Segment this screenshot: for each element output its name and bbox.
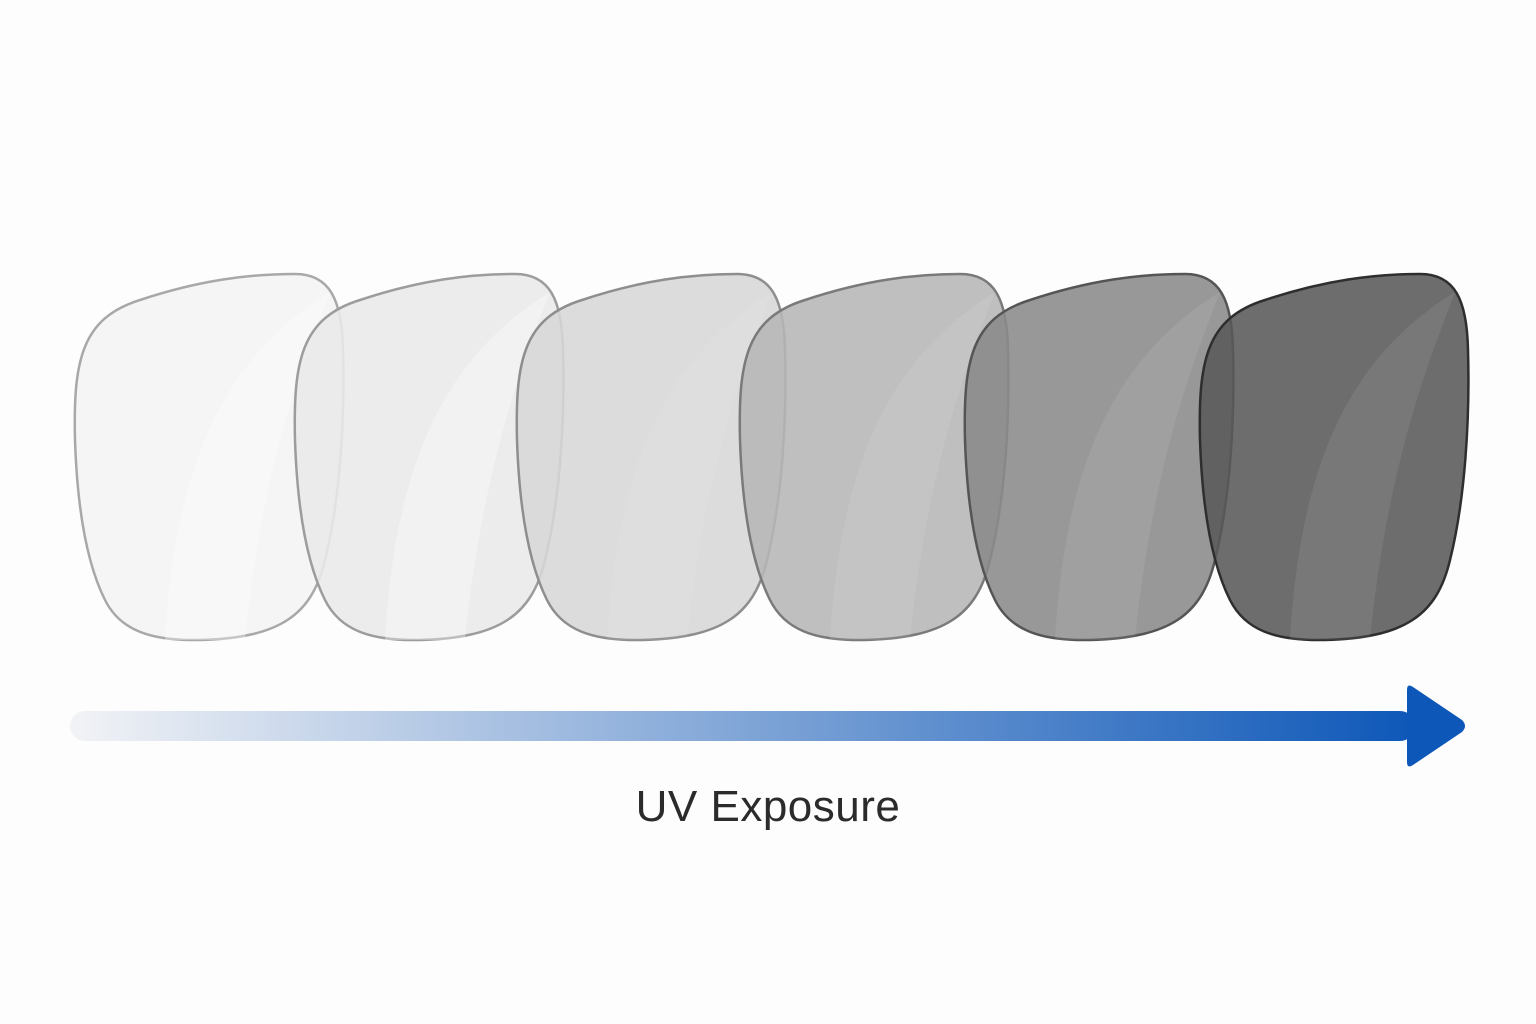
arrow-shaft bbox=[70, 711, 1415, 741]
lens-glare bbox=[607, 292, 772, 640]
lens-6 bbox=[1198, 272, 1470, 642]
arrow-head bbox=[1407, 685, 1465, 767]
uv-exposure-arrow bbox=[70, 685, 1465, 767]
lens-glare bbox=[1055, 292, 1220, 640]
lens-glare bbox=[1290, 292, 1455, 640]
lens-4 bbox=[738, 272, 1010, 642]
uv-exposure-label: UV Exposure bbox=[635, 782, 901, 831]
lens-glare bbox=[830, 292, 995, 640]
lens-body bbox=[1198, 272, 1470, 642]
lens-sequence bbox=[73, 272, 1470, 642]
lens-5 bbox=[963, 272, 1235, 642]
lens-2 bbox=[293, 272, 565, 642]
lens-glare bbox=[385, 292, 550, 640]
lens-3 bbox=[515, 272, 787, 642]
lens-glare bbox=[165, 292, 330, 640]
